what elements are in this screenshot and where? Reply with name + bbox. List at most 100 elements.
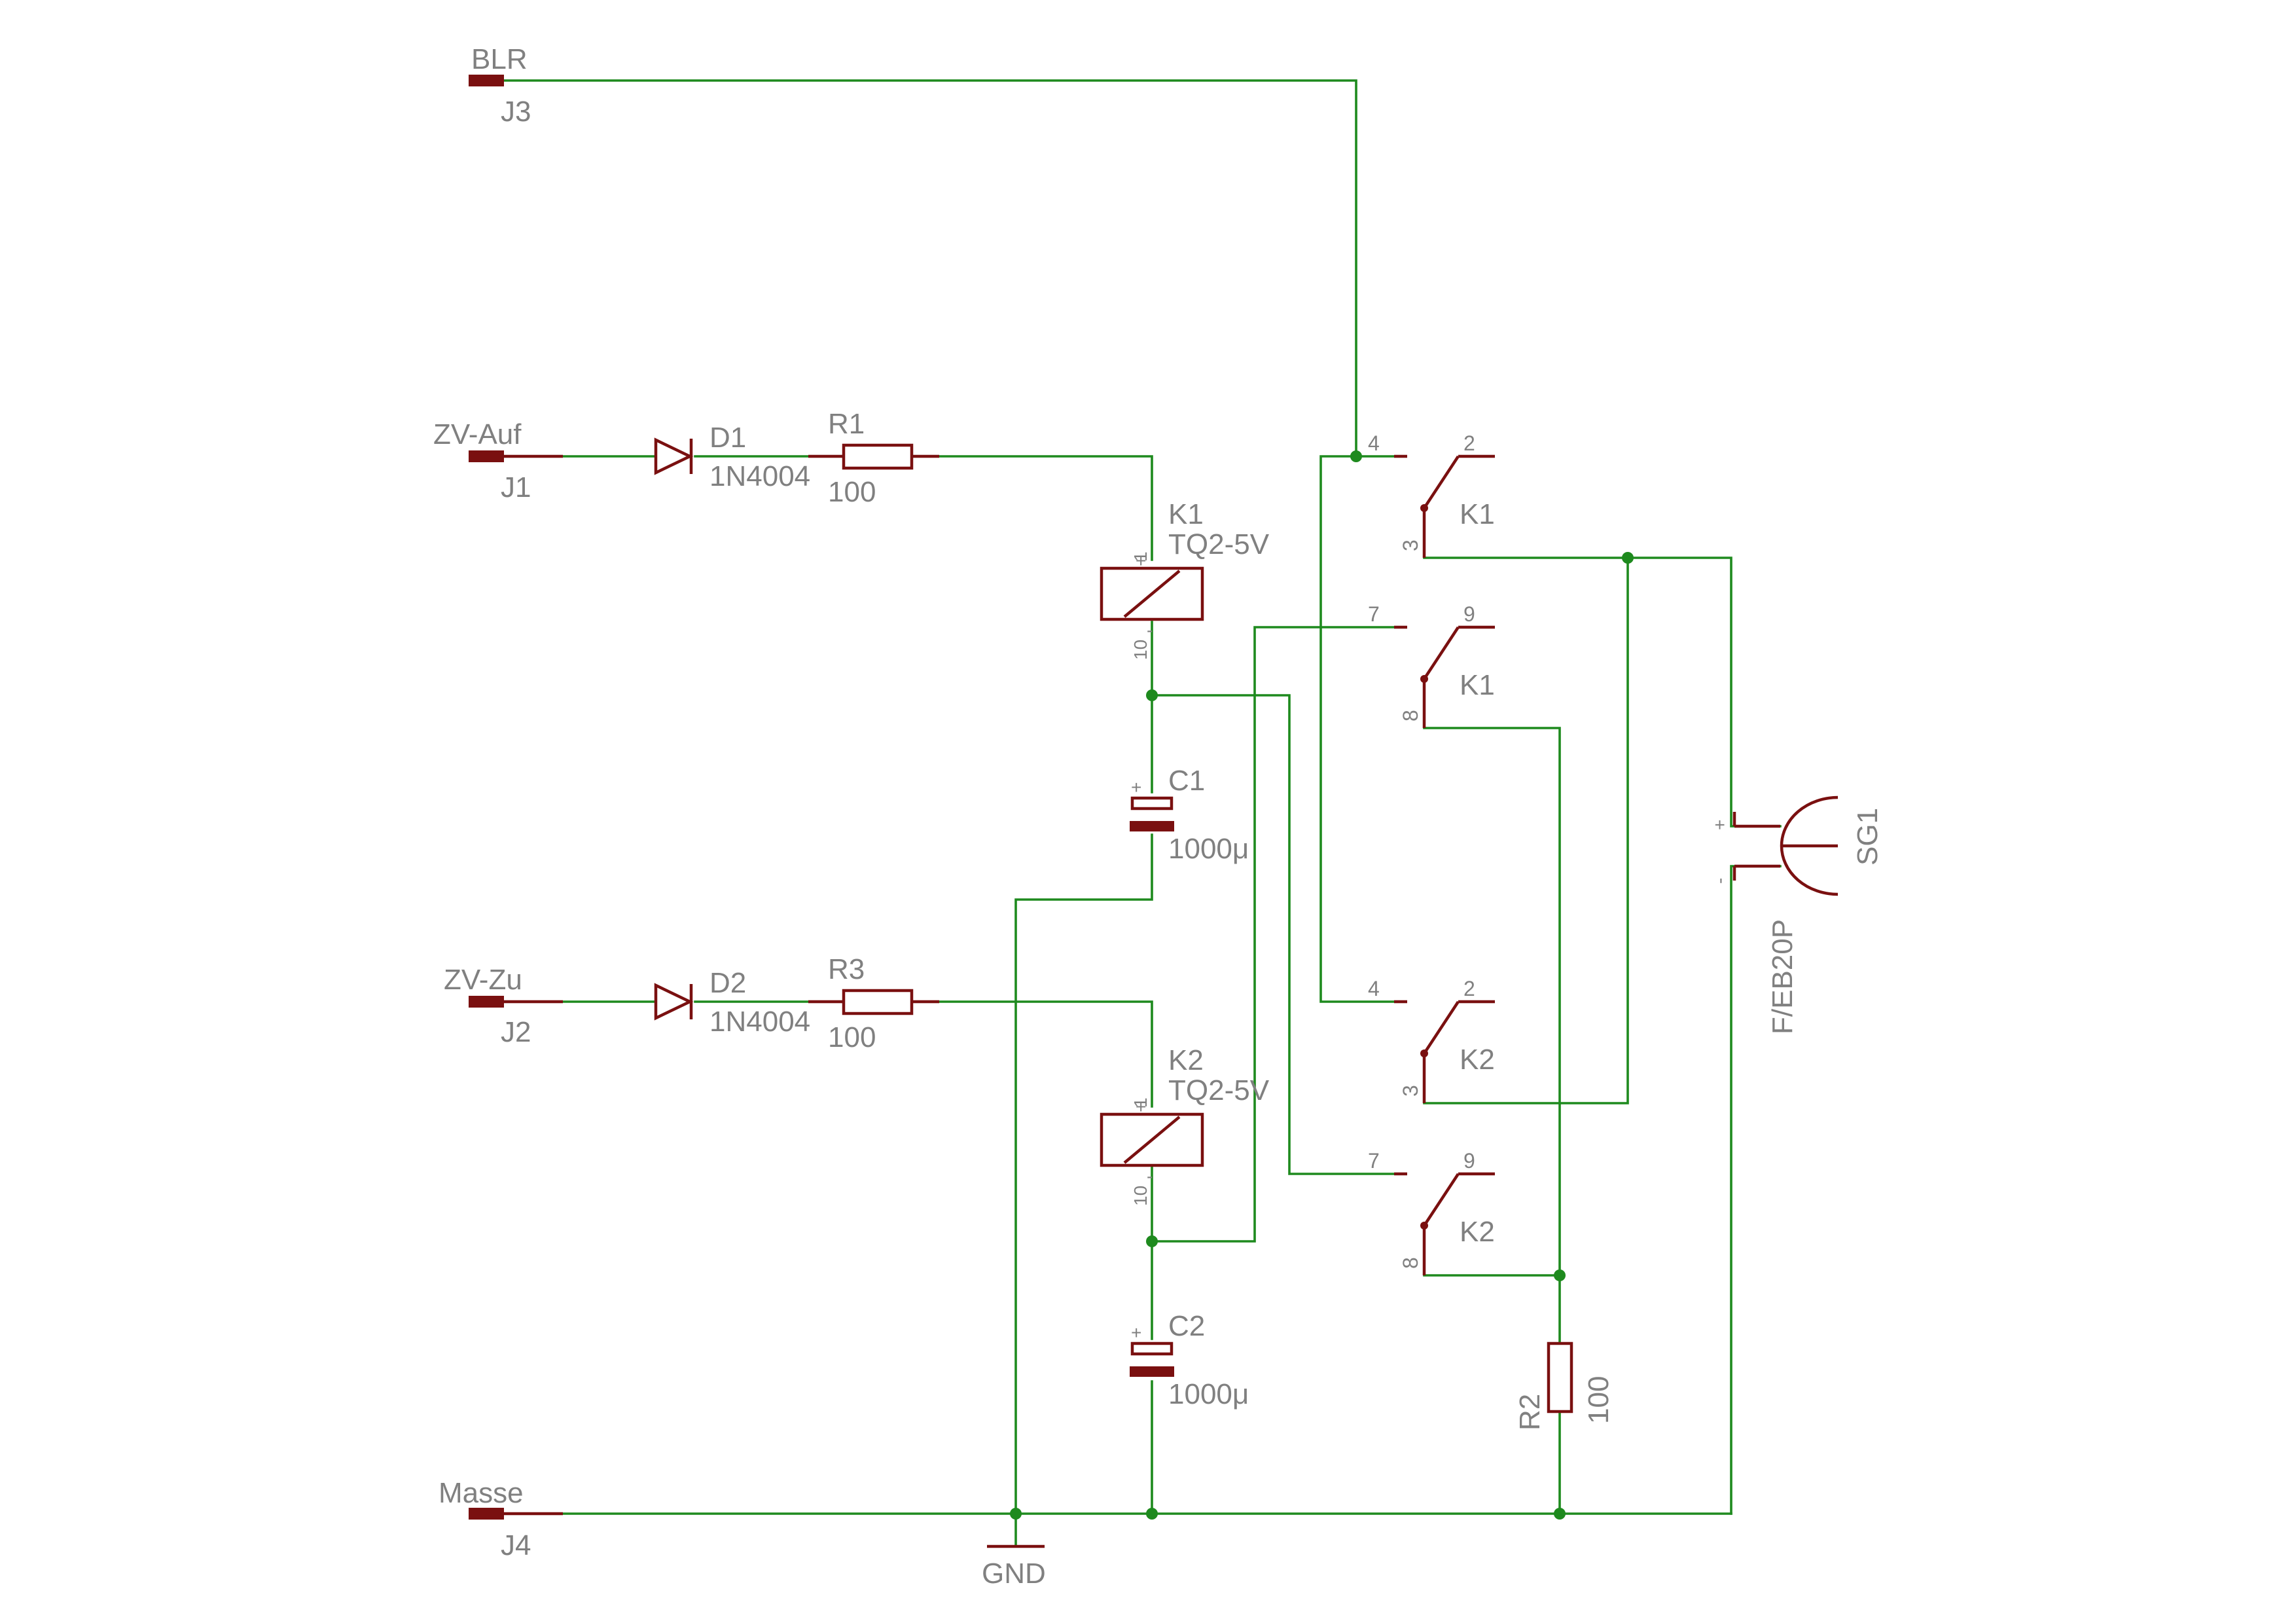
connector-j2: ZV-Zu J2	[444, 964, 563, 1048]
diode-d2: D2 1N4004	[654, 967, 810, 1038]
contact-no-pin: 2	[1463, 977, 1475, 1000]
connector-ref-label: J3	[501, 96, 531, 128]
component-ref-label: K2	[1168, 1044, 1204, 1076]
wire-blr	[503, 79, 1357, 458]
component-value-label: F/EB20P	[1767, 919, 1799, 1034]
contact-nc-pin: 3	[1399, 1085, 1422, 1097]
component-value-label: 1N4004	[709, 460, 810, 492]
buzzer-sg1: + - SG1 F/EB20P	[1710, 795, 1884, 1034]
component-ref-label: R3	[828, 953, 865, 985]
capacitor-negative-plate	[1130, 1366, 1174, 1377]
component-value-label: 100	[1583, 1376, 1615, 1424]
resistor-r2: R2 100	[1514, 1341, 1615, 1431]
contact-ref-label: K2	[1460, 1044, 1495, 1076]
connector-j4: Masse J4	[439, 1477, 563, 1561]
component-value-label: TQ2-5V	[1168, 1074, 1270, 1106]
component-ref-label: C2	[1168, 1310, 1205, 1342]
contact-no-pin: 9	[1463, 602, 1475, 626]
coil-plus-pin-label: 1	[1130, 1097, 1151, 1108]
relay-contact-k1-a: 4 2 3 K1	[1368, 431, 1495, 558]
wire-r3-k2	[938, 1000, 1153, 1108]
capacitor-plus-sign: +	[1131, 777, 1141, 797]
coil-plus-pin-label: 1	[1130, 551, 1151, 562]
capacitor-c1: + C1 1000μ	[1130, 765, 1249, 865]
contact-ref-label: K1	[1460, 498, 1495, 530]
connector-ref-label: J1	[501, 471, 531, 503]
connector-j1: ZV-Auf J1	[433, 418, 563, 503]
connector-pad	[469, 75, 504, 86]
wire-pin4-bus	[1319, 455, 1395, 1003]
relay-coil-k1: K1 TQ2-5V 1 + 10 -	[1100, 498, 1270, 660]
component-value-label: 100	[828, 476, 876, 508]
component-ref-label: SG1	[1852, 808, 1884, 866]
contact-common-pin: 4	[1368, 977, 1380, 1000]
connector-j3: BLR J3	[469, 43, 531, 128]
capacitor-plus-sign: +	[1131, 1322, 1141, 1343]
ground-label: GND	[982, 1558, 1046, 1590]
coil-plus-sign: +	[1136, 551, 1146, 571]
junction-dot	[1350, 450, 1362, 462]
contact-nc-pin: 8	[1399, 710, 1422, 721]
coil-plus-sign: +	[1136, 1097, 1146, 1117]
wire-k1b-nc	[1423, 727, 1561, 1277]
ground-symbol: GND	[982, 1544, 1046, 1590]
connector-signal-label: Masse	[439, 1477, 524, 1509]
component-value-label: 1000μ	[1168, 1378, 1249, 1410]
connector-ref-label: J4	[501, 1529, 531, 1561]
component-ref-label: D2	[709, 967, 746, 999]
capacitor-negative-plate	[1130, 821, 1174, 831]
junctions	[1010, 450, 1634, 1520]
wire-k2a-nc	[1423, 556, 1629, 1104]
wire-k1node-k2b	[1151, 694, 1395, 1175]
connector-signal-label: ZV-Auf	[433, 418, 522, 450]
component-ref-label: C1	[1168, 765, 1205, 797]
capacitor-c2: + C2 1000μ	[1130, 1310, 1249, 1410]
component-value-label: 1N4004	[709, 1006, 810, 1038]
wire-k2node-k1b	[1151, 626, 1395, 1243]
junction-dot	[1554, 1508, 1566, 1520]
connector-ref-label: J2	[501, 1016, 531, 1048]
junction-dot	[1146, 1508, 1158, 1520]
wires	[503, 79, 1782, 1546]
junction-dot	[1146, 1235, 1158, 1247]
connector-signal-label: BLR	[471, 43, 528, 75]
connector-pad	[469, 996, 504, 1008]
relay-contact-k1-b: 7 9 8 K1	[1368, 602, 1495, 728]
coil-minus-sign: -	[1147, 1166, 1153, 1186]
contact-common-pin: 7	[1368, 602, 1380, 626]
resistor-r1: R1 100	[808, 408, 939, 508]
diode-d1: D1 1N4004	[654, 422, 810, 492]
junction-dot	[1622, 552, 1634, 564]
contact-common-pin: 7	[1368, 1149, 1380, 1173]
contact-ref-label: K1	[1460, 669, 1495, 701]
contact-common-pin: 4	[1368, 431, 1380, 455]
component-ref-label: R1	[828, 408, 865, 440]
connector-pad	[469, 450, 504, 462]
component-value-label: 1000μ	[1168, 833, 1249, 865]
relay-contact-k2-b: 7 9 8 K2	[1368, 1149, 1495, 1275]
contact-ref-label: K2	[1460, 1216, 1495, 1248]
component-value-label: 100	[828, 1021, 876, 1053]
component-ref-label: R2	[1514, 1394, 1546, 1431]
connector-pad	[469, 1508, 504, 1520]
buzzer-plus-pin: +	[1710, 820, 1730, 830]
junction-dot	[1554, 1269, 1566, 1281]
contact-nc-pin: 8	[1399, 1257, 1422, 1269]
contact-no-pin: 2	[1463, 431, 1475, 455]
connector-signal-label: ZV-Zu	[444, 964, 522, 996]
junction-dot	[1146, 689, 1158, 701]
relay-coil-k2: K2 TQ2-5V 1 + 10 -	[1100, 1044, 1270, 1206]
coil-minus-pin-label: 10	[1130, 1186, 1151, 1206]
component-ref-label: K1	[1168, 498, 1204, 530]
component-ref-label: D1	[709, 422, 746, 454]
coil-minus-pin-label: 10	[1130, 640, 1151, 660]
wire-buzzer-plus	[1626, 556, 1782, 828]
wire-k2b-nc	[1423, 1274, 1561, 1343]
relay-contact-k2-a: 4 2 3 K2	[1368, 977, 1495, 1103]
component-value-label: TQ2-5V	[1168, 528, 1270, 560]
coil-minus-sign: -	[1147, 620, 1153, 640]
buzzer-minus-pin: -	[1710, 878, 1730, 884]
wire-r1-k1	[938, 455, 1153, 561]
wire-c1-gnd	[1014, 833, 1153, 1515]
